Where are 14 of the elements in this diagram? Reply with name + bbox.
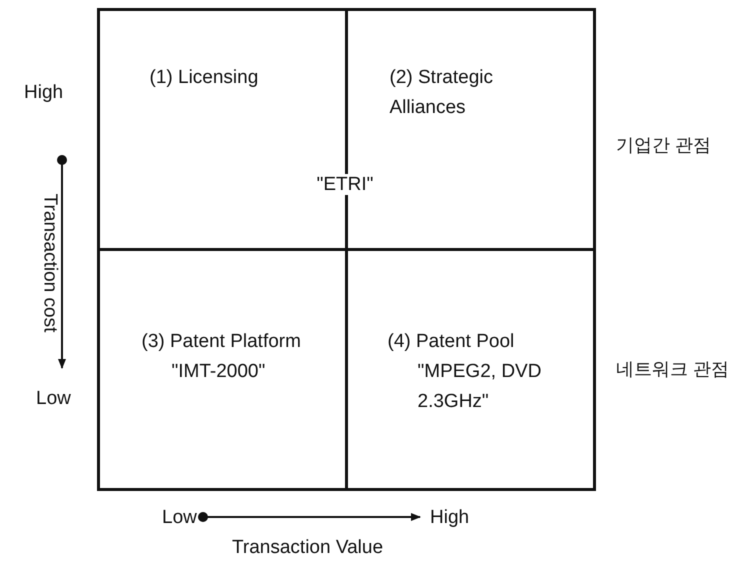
example-text: "MPEG2, DVD 2.3GHz" <box>416 360 542 414</box>
quadrant-title: (3) Patent Platform <box>142 330 302 354</box>
perspective-label: 네트워크 관점 <box>616 358 730 381</box>
axis-title: Transaction cost <box>38 194 62 332</box>
quadrant-title: (2) Strategic Alliances <box>390 66 494 120</box>
quadrant-title: (4) Patent Pool <box>388 330 516 354</box>
example-text: "IMT-2000" <box>170 360 266 384</box>
axis-end-label: Low <box>162 506 197 530</box>
axis-end-label: High <box>24 81 64 105</box>
perspective-label: 기업간 관점 <box>616 134 712 157</box>
axis-title: Transaction Value <box>232 536 384 560</box>
axis-end-label: High <box>430 506 470 530</box>
quadrant-title: (1) Licensing <box>150 66 260 90</box>
axis-end-label: Low <box>36 387 71 411</box>
